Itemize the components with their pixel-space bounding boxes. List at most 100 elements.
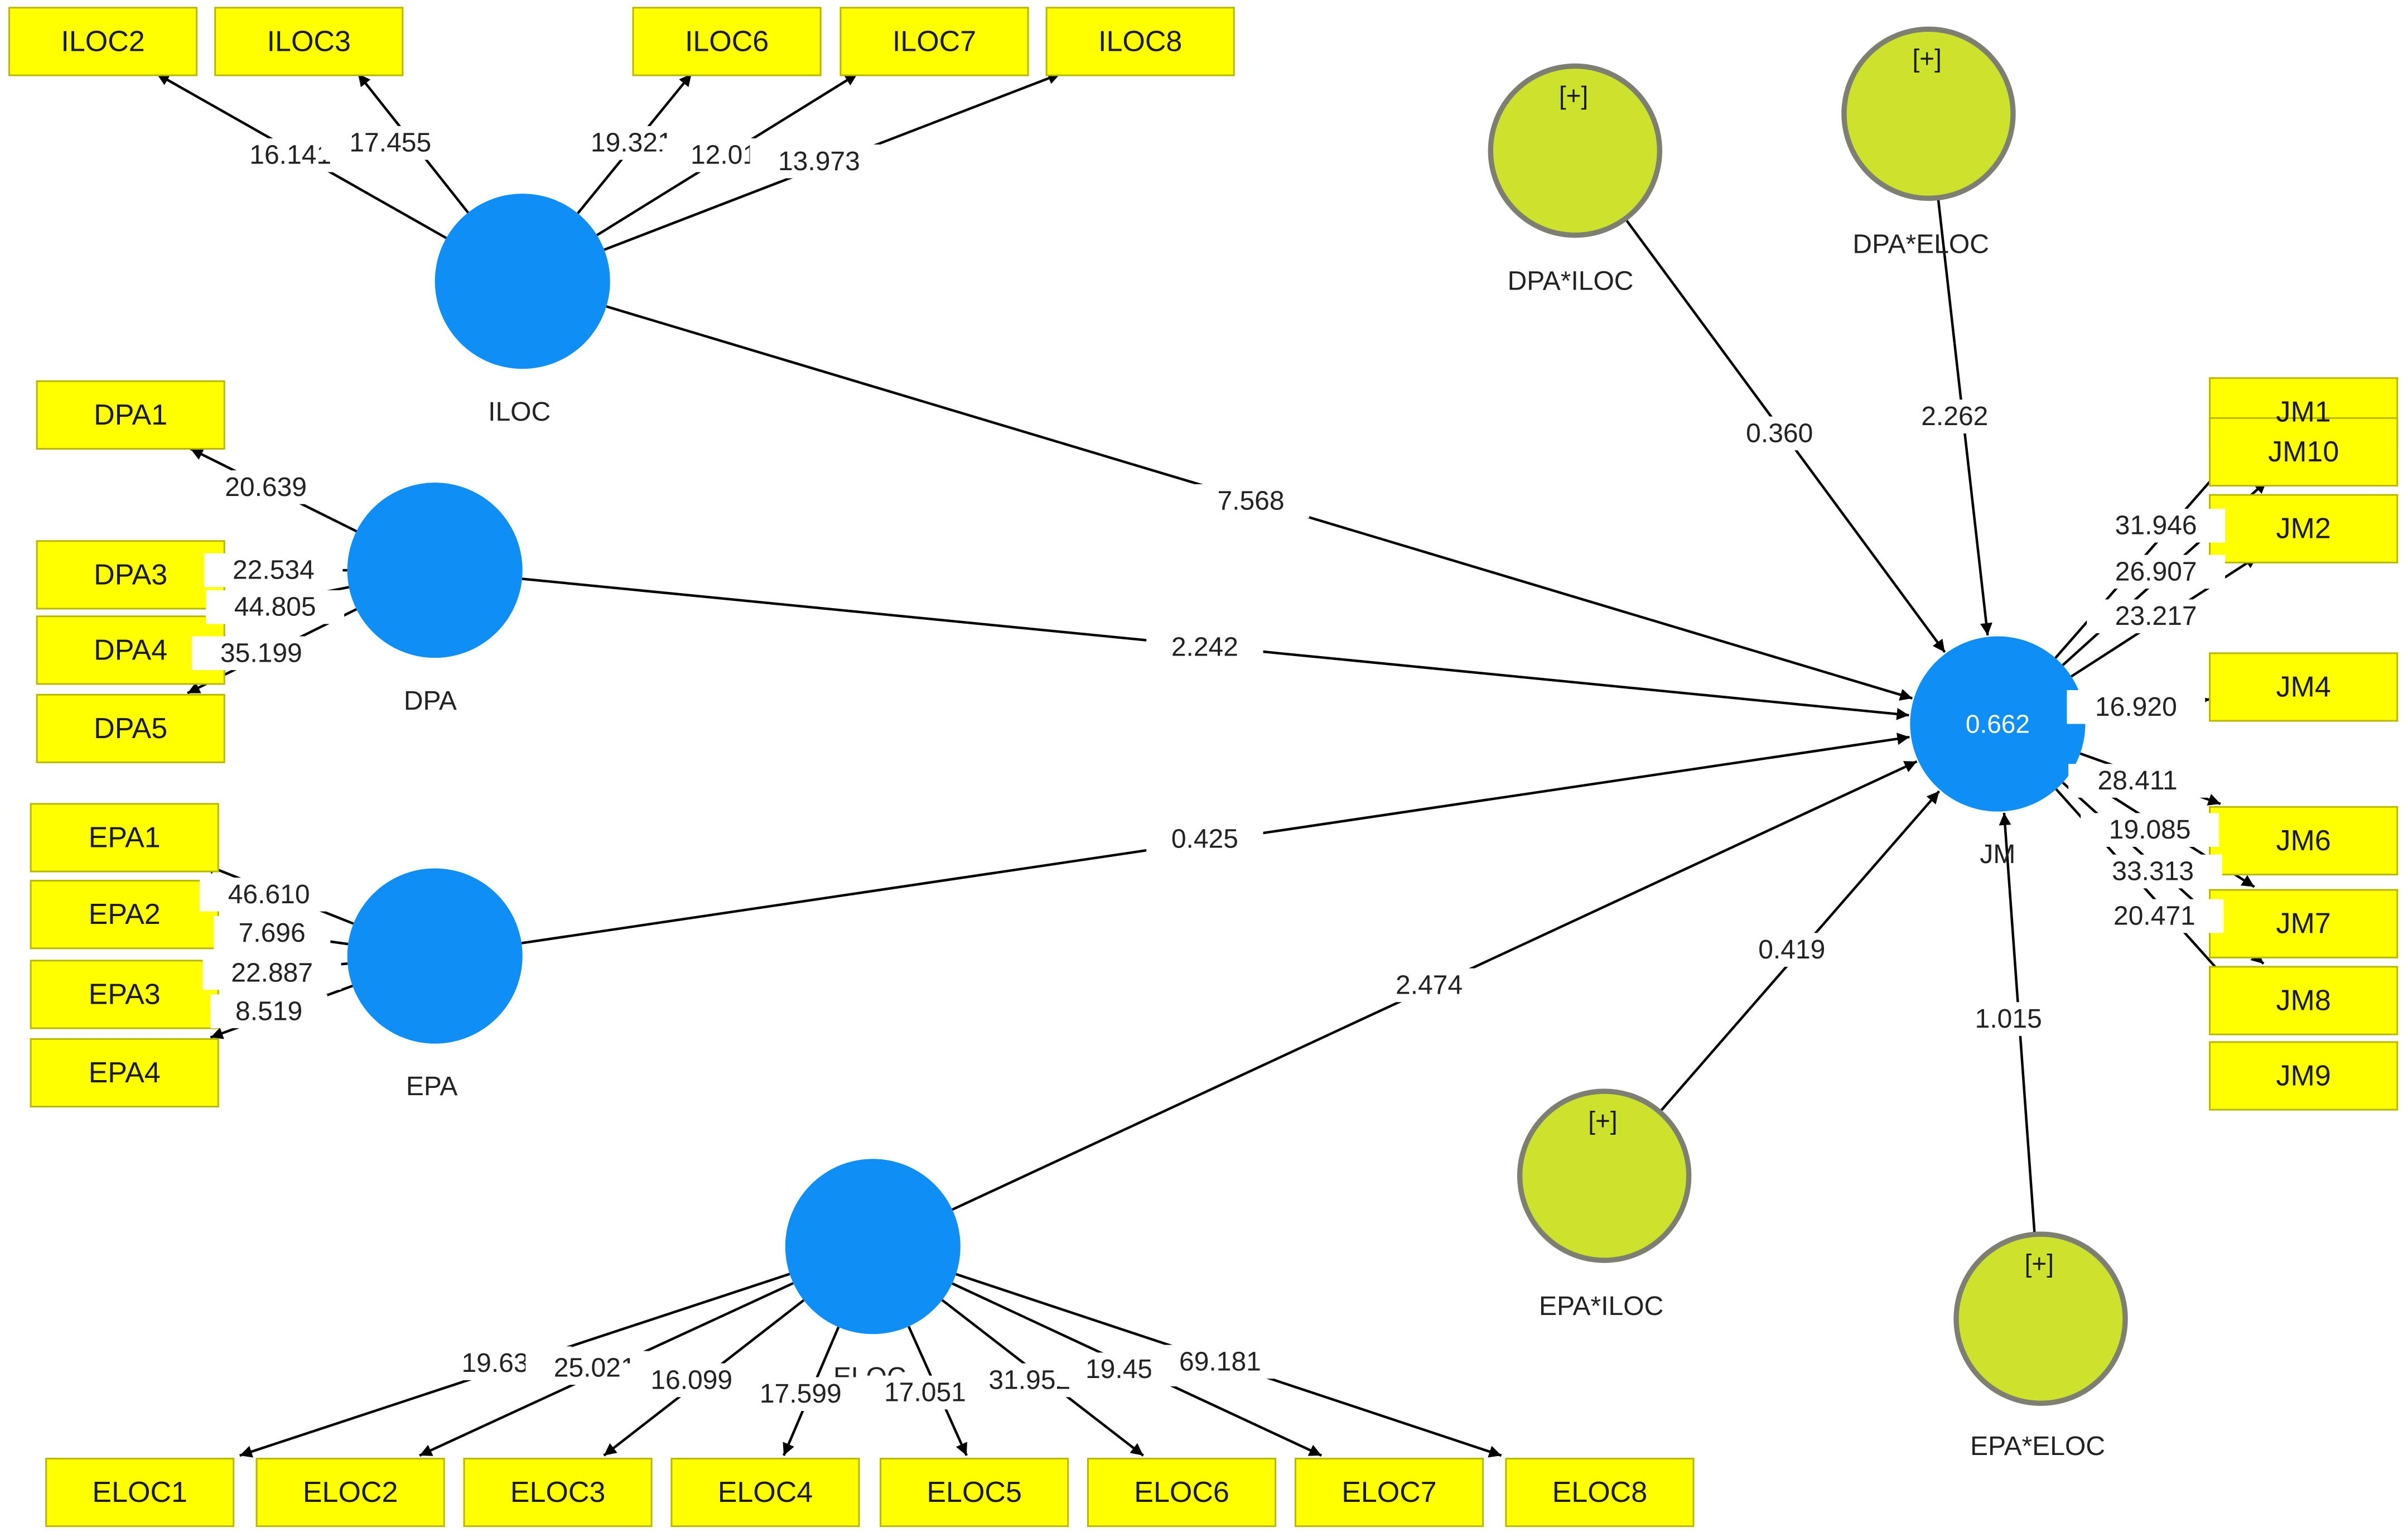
indicator-box-dpa3[interactable] bbox=[36, 540, 225, 610]
outer-weight-jm8: 33.313 bbox=[2112, 857, 2194, 887]
outer-weight-jm4: 16.920 bbox=[2095, 692, 2177, 722]
label-background bbox=[192, 636, 331, 671]
indicator-box-iloc7[interactable] bbox=[839, 7, 1029, 76]
outer-weight-jm7: 19.085 bbox=[2109, 815, 2191, 845]
label-background bbox=[2087, 508, 2226, 543]
indicator-box-epa2[interactable] bbox=[30, 880, 219, 950]
indicator-box-iloc3[interactable] bbox=[214, 7, 404, 76]
indicator-label-jm6: JM6 bbox=[2276, 825, 2331, 857]
indicator-label-dpa4: DPA4 bbox=[94, 634, 167, 666]
outer-weight-jm6: 28.411 bbox=[2098, 766, 2178, 796]
outer-weight-epa1: 46.610 bbox=[228, 880, 310, 909]
label-background bbox=[200, 878, 339, 912]
outer-weight-eloc3: 16.099 bbox=[650, 1365, 732, 1395]
moderator-node-dpa-iloc[interactable] bbox=[1488, 63, 1663, 238]
path-coefficient-dpa-eloc: 2.262 bbox=[1921, 402, 1988, 431]
label-background bbox=[1146, 630, 1263, 664]
outer-weight-eloc8: 69.181 bbox=[1179, 1347, 1261, 1376]
outer-weight-jm10: 26.907 bbox=[2115, 557, 2197, 586]
indicator-box-jm4[interactable] bbox=[2209, 652, 2399, 722]
latent-node-dpa[interactable] bbox=[347, 483, 523, 658]
indicator-box-jm6[interactable] bbox=[2209, 806, 2399, 876]
indicator-label-jm8: JM8 bbox=[2276, 984, 2331, 1016]
outer-weight-eloc6: 31.952 bbox=[988, 1365, 1070, 1395]
indicator-label-iloc6: ILOC6 bbox=[685, 25, 769, 57]
label-background bbox=[2087, 555, 2226, 589]
indicator-box-iloc8[interactable] bbox=[1045, 7, 1235, 76]
indicator-box-eloc4[interactable] bbox=[670, 1457, 860, 1528]
moderator-node-epa-iloc[interactable] bbox=[1517, 1088, 1692, 1263]
label-background bbox=[206, 590, 345, 624]
latent-label-dpa: DPA bbox=[404, 686, 457, 716]
indicator-box-epa3[interactable] bbox=[30, 960, 219, 1029]
label-background bbox=[750, 144, 889, 179]
indicator-label-eloc8: ELOC8 bbox=[1552, 1476, 1648, 1509]
indicator-box-jm9[interactable] bbox=[2209, 1041, 2399, 1111]
indicator-label-dpa1: DPA1 bbox=[94, 399, 167, 431]
label-background bbox=[1151, 1345, 1290, 1379]
moderator-label-dpa-iloc: DPA*ILOC bbox=[1508, 267, 1634, 296]
path-coefficient-epa: 0.425 bbox=[1171, 825, 1238, 854]
indicator-box-dpa1[interactable] bbox=[36, 380, 225, 450]
outer-weight-iloc6: 19.321 bbox=[591, 128, 673, 158]
label-background bbox=[2085, 899, 2224, 933]
latent-node-epa[interactable] bbox=[347, 868, 523, 1044]
label-background bbox=[210, 994, 327, 1029]
indicator-label-epa4: EPA4 bbox=[89, 1057, 161, 1089]
label-background bbox=[1721, 416, 1838, 451]
indicator-label-iloc7: ILOC7 bbox=[892, 25, 976, 57]
indicator-label-jm1: JM1 bbox=[2276, 396, 2331, 428]
indicator-box-jm10[interactable] bbox=[2209, 417, 2399, 487]
indicator-label-epa1: EPA1 bbox=[89, 821, 161, 854]
indicator-box-eloc2[interactable] bbox=[255, 1457, 445, 1528]
indicator-label-jm4: JM4 bbox=[2276, 671, 2331, 703]
outer-weight-eloc4: 17.599 bbox=[760, 1379, 842, 1409]
label-background bbox=[1146, 822, 1263, 856]
outer-weight-dpa3: 22.534 bbox=[233, 556, 315, 585]
indicator-box-eloc3[interactable] bbox=[463, 1457, 653, 1528]
moderator-node-epa-eloc[interactable] bbox=[1953, 1231, 2128, 1406]
path-coefficient-iloc: 7.568 bbox=[1217, 486, 1284, 516]
label-background bbox=[1896, 399, 2013, 433]
indicator-box-dpa5[interactable] bbox=[36, 693, 225, 763]
indicator-box-epa1[interactable] bbox=[30, 803, 219, 873]
nodes-layer bbox=[8, 7, 2399, 1528]
indicator-box-iloc6[interactable] bbox=[632, 7, 822, 76]
label-background bbox=[213, 916, 331, 950]
indicator-label-dpa3: DPA3 bbox=[94, 558, 167, 591]
path-coefficient-eloc: 2.474 bbox=[1396, 970, 1463, 1000]
label-background bbox=[1192, 484, 1310, 518]
indicator-box-jm8[interactable] bbox=[2209, 966, 2399, 1035]
indicator-label-eloc5: ELOC5 bbox=[926, 1476, 1022, 1509]
indicator-box-jm2[interactable] bbox=[2209, 494, 2399, 563]
moderator-node-dpa-eloc[interactable] bbox=[1841, 26, 2016, 201]
outer-weight-dpa1: 20.639 bbox=[225, 473, 307, 502]
label-background bbox=[731, 1377, 870, 1411]
latent-node-jm[interactable] bbox=[1910, 636, 2086, 812]
indicator-box-eloc6[interactable] bbox=[1087, 1457, 1277, 1528]
indicator-box-iloc2[interactable] bbox=[8, 7, 198, 76]
moderator-label-epa-eloc: EPA*ELOC bbox=[1970, 1432, 2105, 1461]
indicator-label-eloc3: ELOC3 bbox=[510, 1476, 606, 1509]
label-background bbox=[1733, 933, 1850, 967]
path-coefficient-epa-eloc: 1.015 bbox=[1975, 1004, 2042, 1034]
outer-weight-eloc5: 17.051 bbox=[884, 1377, 966, 1407]
indicator-box-eloc5[interactable] bbox=[880, 1457, 1069, 1528]
label-background bbox=[204, 553, 343, 587]
latent-label-epa: EPA bbox=[406, 1072, 457, 1101]
outer-weight-eloc2: 25.021 bbox=[554, 1353, 636, 1382]
latent-node-iloc[interactable] bbox=[435, 194, 610, 369]
expand-icon: [+] bbox=[1559, 81, 1588, 110]
expand-icon: [+] bbox=[1588, 1106, 1617, 1135]
indicator-box-eloc1[interactable] bbox=[45, 1457, 235, 1528]
latent-node-eloc[interactable] bbox=[785, 1159, 961, 1335]
indicator-box-eloc8[interactable] bbox=[1505, 1457, 1695, 1528]
indicator-label-eloc6: ELOC6 bbox=[1134, 1476, 1229, 1509]
indicator-label-iloc2: ILOC2 bbox=[61, 25, 144, 57]
indicator-box-jm7[interactable] bbox=[2209, 889, 2399, 958]
indicator-box-eloc7[interactable] bbox=[1294, 1457, 1484, 1528]
outer-weight-epa4: 8.519 bbox=[235, 996, 302, 1026]
indicator-label-epa3: EPA3 bbox=[89, 978, 161, 1010]
indicator-box-epa4[interactable] bbox=[30, 1038, 219, 1108]
